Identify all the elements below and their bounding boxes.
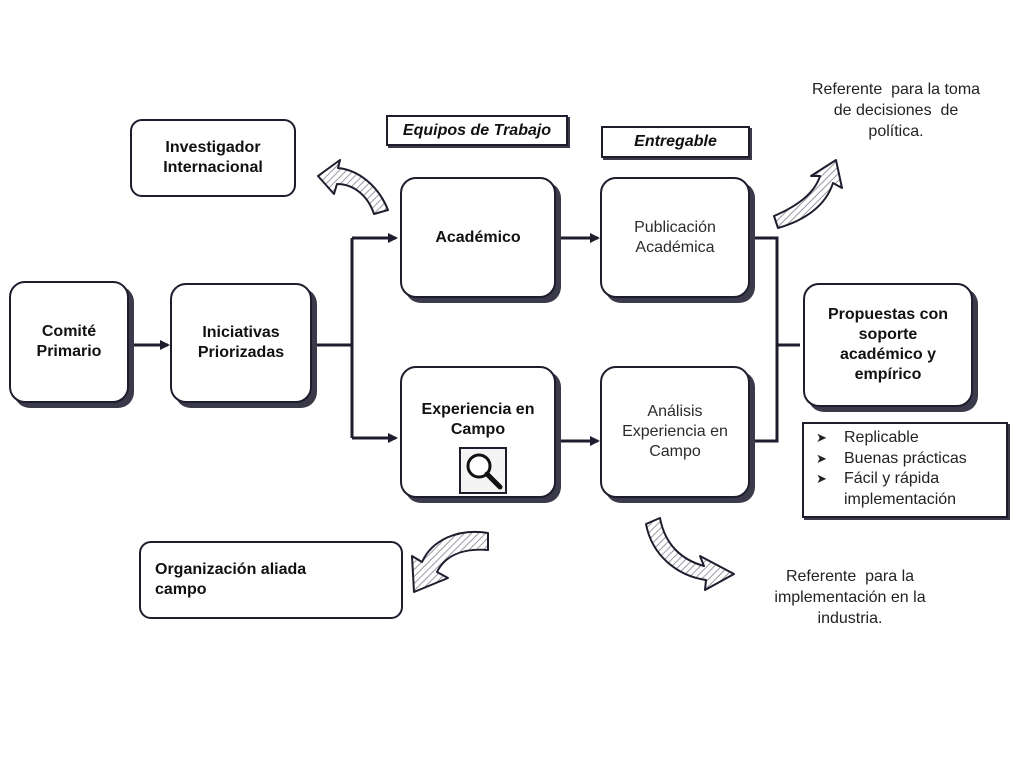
list-item: ➤ Buenas prácticas xyxy=(814,449,996,470)
analisis-line-3: Campo xyxy=(649,443,701,460)
academico-box: Académico xyxy=(400,177,556,298)
investigador-line-2: Internacional xyxy=(163,159,263,176)
list-item-text: Buenas prácticas xyxy=(844,449,967,467)
organizacion-box: Organización aliada campo xyxy=(139,541,403,619)
analisis-line-2: Experiencia en xyxy=(622,423,728,440)
note-industria-line-2: implementación en la xyxy=(774,589,926,606)
benefits-list: ➤ Replicable ➤ Buenas prácticas ➤ Fácil y r… xyxy=(814,428,996,510)
iniciativas-line-1: Iniciativas xyxy=(202,324,280,341)
investigador-box: Investigador Internacional xyxy=(130,119,296,197)
note-politica-line-1: Referente para la toma xyxy=(811,81,981,98)
note-industria-line-3: industria. xyxy=(817,610,883,627)
entregable-label: Entregable xyxy=(601,126,750,158)
comite-line-1: Comité xyxy=(41,323,97,340)
comite-primario-box: Comité Primario xyxy=(9,281,129,403)
propuestas-line-2: soporte xyxy=(858,326,918,343)
note-politica-line-3: política. xyxy=(868,123,924,140)
list-item: ➤ Fácil y rápida xyxy=(814,469,996,490)
curved-arrow-icon xyxy=(317,159,389,215)
propuestas-line-1: Propuestas con xyxy=(827,306,949,323)
benefits-list-box: ➤ Replicable ➤ Buenas prácticas ➤ Fácil y r… xyxy=(802,422,1008,518)
curved-arrow-icon xyxy=(411,530,489,593)
arrow-bullet-icon: ➤ xyxy=(816,471,827,486)
comite-line-2: Primario xyxy=(36,343,102,360)
note-industria: Referente para la implementación en la i… xyxy=(752,566,948,629)
magnifier-icon xyxy=(459,447,507,494)
list-item-text: Replicable xyxy=(844,429,919,446)
note-industria-line-1: Referente para la xyxy=(785,568,915,585)
publicacion-line-2: Académica xyxy=(635,238,715,256)
iniciativas-box: Iniciativas Priorizadas xyxy=(170,283,312,403)
propuestas-line-4: empírico xyxy=(854,366,922,383)
list-item-text: implementación xyxy=(844,490,957,508)
arrow-bullet-icon: ➤ xyxy=(816,430,827,445)
academico-label: Académico xyxy=(435,228,521,246)
list-item: ➤ Replicable xyxy=(814,428,996,449)
organizacion-line-2: campo xyxy=(155,581,207,598)
publicacion-box: Publicación Académica xyxy=(600,177,750,298)
propuestas-box: Propuestas con soporte académico y empír… xyxy=(803,283,973,407)
list-item: implementación xyxy=(814,490,996,511)
analisis-line-1: Análisis xyxy=(647,403,703,420)
iniciativas-line-2: Priorizadas xyxy=(197,344,285,361)
experiencia-line-1: Experiencia en xyxy=(421,401,535,418)
note-politica-line-2: de decisiones de xyxy=(833,102,959,119)
analisis-box: Análisis Experiencia en Campo xyxy=(600,366,750,498)
list-item-text: Fácil y rápida xyxy=(844,470,940,487)
publicacion-line-1: Publicación xyxy=(634,218,716,236)
curved-arrow-icon xyxy=(645,517,735,591)
propuestas-line-3: académico y xyxy=(839,346,937,363)
note-politica: Referente para la toma de decisiones de … xyxy=(796,79,996,142)
curved-arrow-icon xyxy=(773,159,843,229)
experiencia-line-2: Campo xyxy=(450,421,506,438)
connector-merge xyxy=(752,236,779,443)
organizacion-line-1: Organización aliada xyxy=(155,561,307,578)
equipos-label: Equipos de Trabajo xyxy=(386,115,568,146)
investigador-line-1: Investigador xyxy=(165,139,261,156)
arrow-bullet-icon: ➤ xyxy=(816,450,827,466)
